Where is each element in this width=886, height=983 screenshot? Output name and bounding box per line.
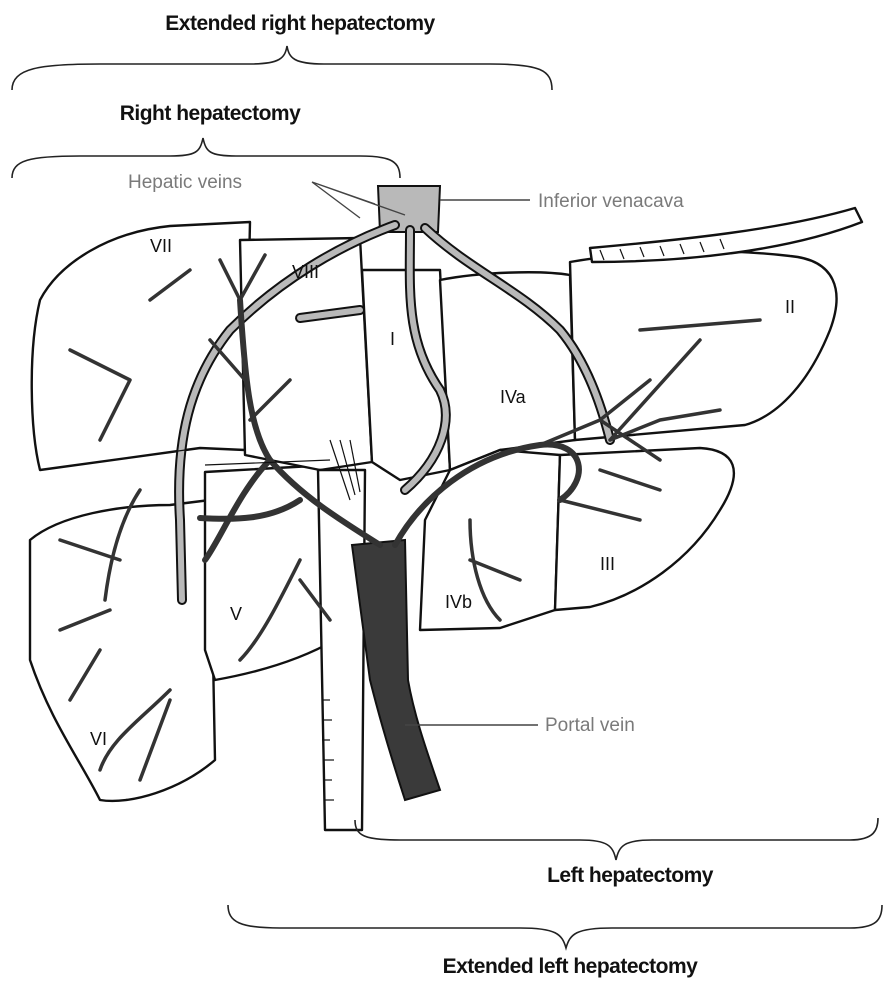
right-hepatectomy-label: Right hepatectomy: [120, 102, 301, 125]
extended-left-hepatectomy-label: Extended left hepatectomy: [443, 955, 699, 978]
segment-vi-label: VI: [90, 729, 107, 749]
extended-right-hepatectomy-label: Extended right hepatectomy: [165, 12, 435, 35]
segment-vii-label: VII: [150, 236, 172, 256]
left-brace: [355, 818, 878, 860]
portal-vein-label: Portal vein: [545, 715, 635, 736]
left-hepatectomy-label: Left hepatectomy: [547, 864, 714, 887]
ivc-lower: [318, 470, 365, 830]
segment-v-surface: [205, 465, 335, 680]
segment-ii-label: II: [785, 297, 795, 317]
hepatic-veins-label: Hepatic veins: [128, 172, 242, 193]
segment-v-label: V: [230, 604, 242, 624]
segment-vi-surface: [30, 500, 215, 801]
segment-ivb-label: IVb: [445, 592, 472, 612]
segment-iii-surface: [555, 448, 734, 610]
segment-iva-label: IVa: [500, 387, 527, 407]
inferior-vena-cava-label: Inferior venacava: [538, 191, 684, 212]
extended-right-brace: [12, 46, 552, 90]
segment-i-label: I: [390, 329, 395, 349]
segment-ivb-surface: [420, 450, 560, 630]
extended-left-brace: [228, 905, 882, 948]
segment-iii-label: III: [600, 554, 615, 574]
falciform-ligament: [590, 208, 862, 262]
segment-viii-label: VIII: [292, 262, 319, 282]
